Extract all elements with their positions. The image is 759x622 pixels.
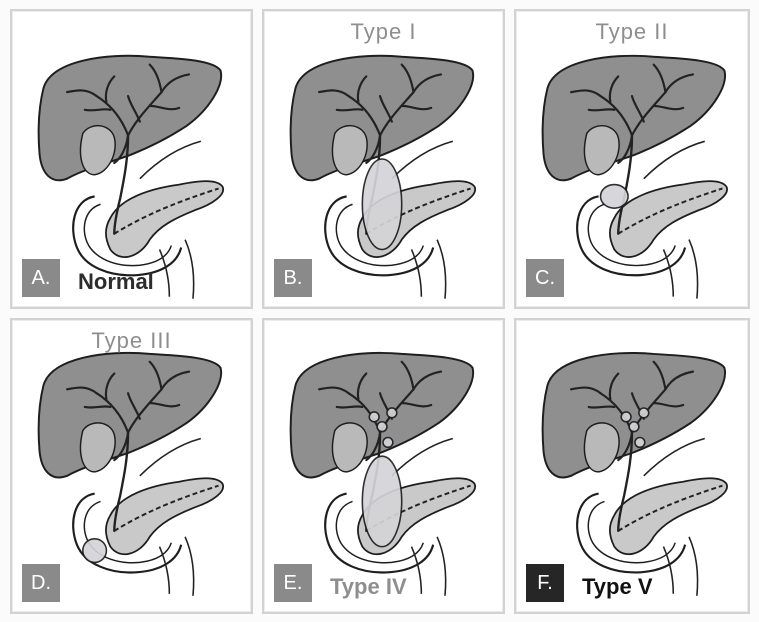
- intrahepatic-cyst: [369, 412, 379, 422]
- panel-c-badge: C.: [526, 259, 564, 297]
- panel-c-title: Type II: [516, 19, 748, 45]
- anatomy-group: [39, 353, 224, 596]
- gallbladder-shape: [80, 126, 115, 175]
- panel-f-badge: F.: [526, 564, 564, 602]
- panel-c: Type II C.: [514, 9, 750, 309]
- intrahepatic-duct: [589, 109, 615, 110]
- panel-e: E. Type IV: [262, 318, 505, 614]
- panel-b-badge: B.: [274, 259, 312, 297]
- intrahepatic-duct: [85, 109, 111, 110]
- anatomy-group: [291, 56, 476, 299]
- panel-e-badge: E.: [274, 564, 312, 602]
- panel-f: F. Type V: [514, 318, 750, 614]
- diverticulum-cyst: [601, 185, 629, 209]
- liver-shape: [39, 353, 222, 478]
- intrahepatic-cyst: [387, 408, 397, 418]
- intrahepatic-duct: [337, 109, 363, 110]
- anatomy-group: [543, 353, 727, 596]
- panel-a: A. Normal: [10, 9, 253, 309]
- choledochal-cyst: [362, 456, 401, 546]
- panel-b-title: Type I: [264, 19, 503, 45]
- mesenteric-vessel: [185, 240, 194, 299]
- anatomy-group: [39, 56, 224, 299]
- intrahepatic-cyst: [635, 437, 645, 447]
- intrahepatic-cyst: [639, 408, 649, 418]
- panel-e-label: Type IV: [330, 574, 407, 600]
- panel-d-badge: D.: [22, 564, 60, 602]
- panel-a-badge: A.: [22, 259, 60, 297]
- intrahepatic-cyst: [377, 422, 387, 432]
- gallbladder-shape: [80, 423, 115, 472]
- intrahepatic-cyst: [383, 437, 393, 447]
- gallbladder-shape: [584, 126, 619, 175]
- liver-shape: [543, 353, 725, 477]
- mesenteric-vessel: [689, 537, 698, 596]
- mesenteric-vessel: [437, 240, 446, 299]
- pancreas-shape: [106, 478, 223, 554]
- gallbladder-shape: [332, 423, 367, 472]
- panel-d-title: Type III: [12, 328, 251, 354]
- panel-a-label: Normal: [78, 269, 154, 295]
- pancreas-shape: [610, 478, 727, 554]
- gallbladder-shape: [584, 423, 619, 472]
- liver-shape: [39, 56, 222, 181]
- mesenteric-vessel: [437, 537, 446, 596]
- intrahepatic-duct: [85, 406, 111, 407]
- mesenteric-vessel: [689, 240, 698, 299]
- intrahepatic-duct: [337, 406, 363, 407]
- choledochal-cyst: [362, 159, 401, 249]
- intrahepatic-cyst: [629, 422, 639, 432]
- panel-f-label: Type V: [582, 574, 653, 600]
- panel-d: Type III D.: [10, 318, 253, 614]
- panel-b: Type I B.: [262, 9, 505, 309]
- intrahepatic-duct: [589, 406, 615, 407]
- mesenteric-vessel: [185, 537, 194, 596]
- anatomy-group: [543, 56, 727, 299]
- liver-shape: [543, 56, 725, 180]
- anatomy-group: [291, 353, 476, 596]
- intrahepatic-cyst: [621, 412, 631, 422]
- choledochocele-cyst: [83, 539, 107, 563]
- pancreas-shape: [106, 181, 223, 257]
- gallbladder-shape: [332, 126, 367, 175]
